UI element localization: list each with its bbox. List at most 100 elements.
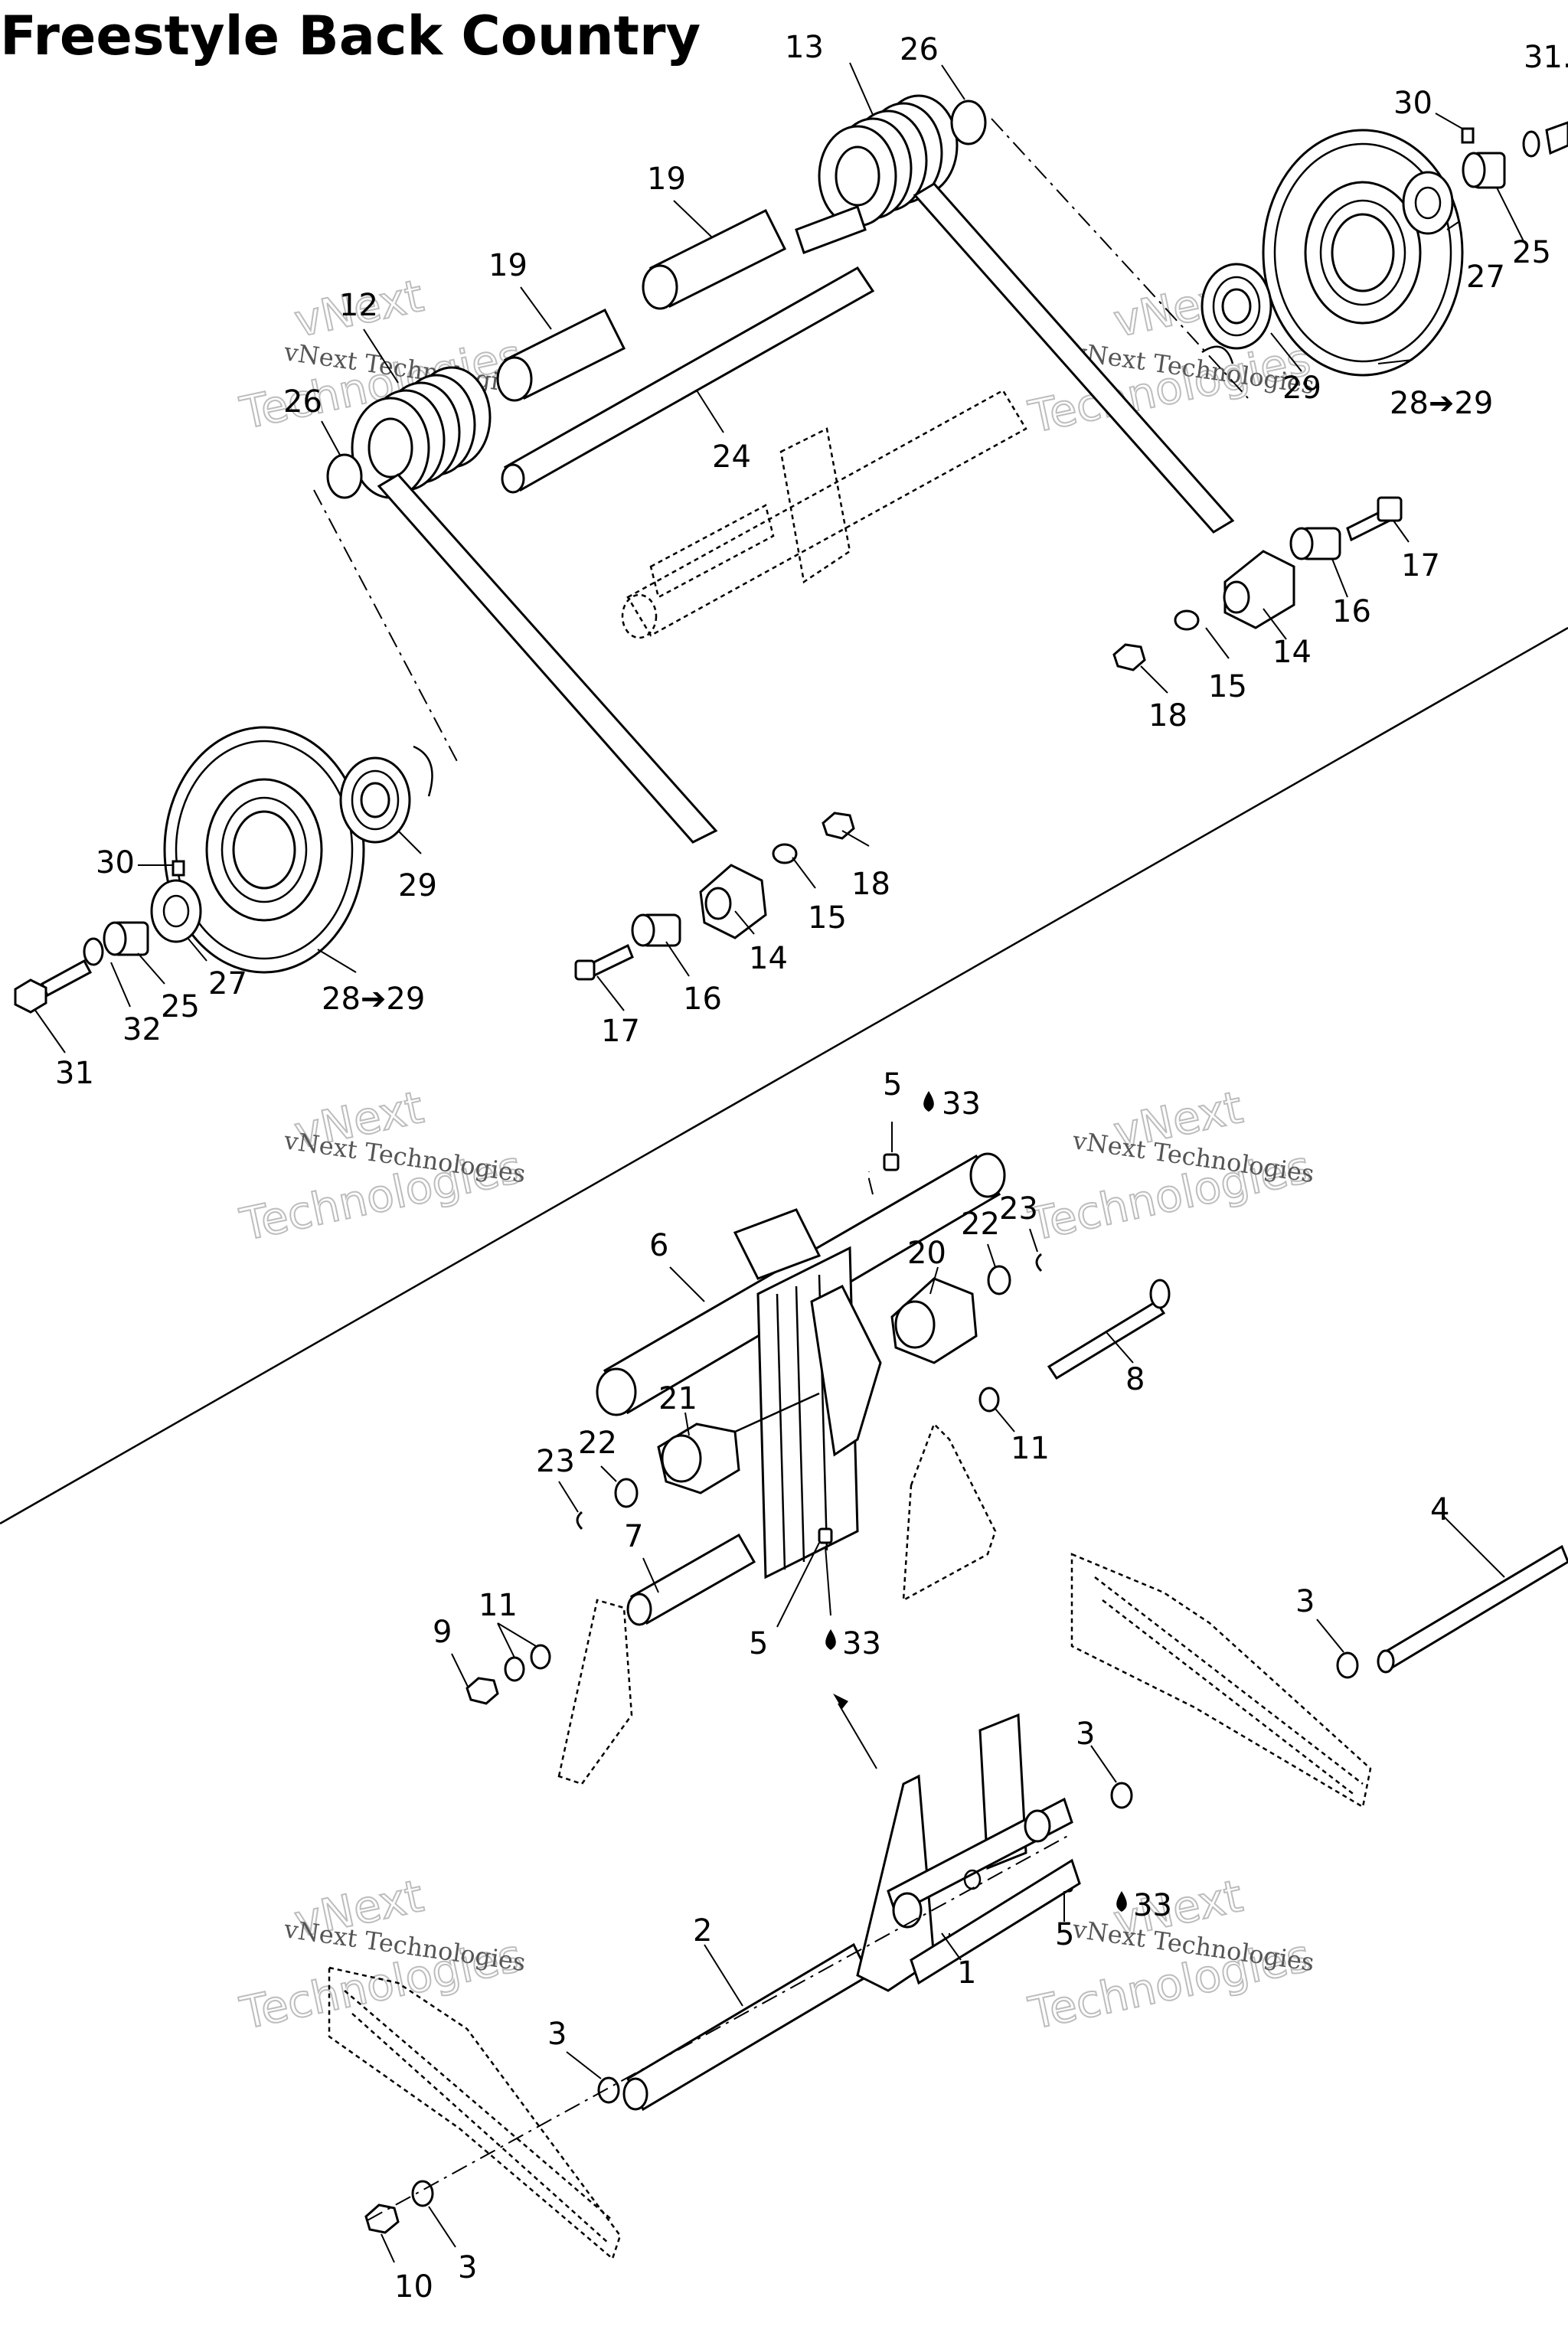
callout-18-left: 18 — [851, 867, 890, 902]
callout-31-left: 31 — [55, 1056, 94, 1091]
part-11-washer-right — [978, 1387, 1000, 1413]
oil-drop-icon — [1116, 1891, 1127, 1912]
reference-rail-ghost-left — [328, 1966, 622, 2261]
callout-5-top: 5 — [883, 1067, 902, 1102]
callout-28-left: 28➔29 — [322, 982, 425, 1017]
part-17-bolt-left — [574, 943, 634, 981]
part-15-washer-right — [1174, 609, 1200, 631]
section-divider-line — [0, 626, 1568, 1525]
callout-33-top: 33 — [923, 1086, 981, 1122]
part-25-spacer-left — [103, 921, 149, 956]
part-14-bracket-right — [1223, 550, 1295, 629]
callout-17-top: 17 — [1401, 548, 1440, 583]
assembly-direction-arrow — [833, 1694, 877, 1769]
oil-drop-icon — [923, 1091, 934, 1112]
callout-10: 10 — [394, 2269, 433, 2305]
part-22-washer-right — [987, 1265, 1011, 1295]
reference-bracket-ghost-right — [902, 1422, 997, 1602]
swing-arm-frame — [733, 1208, 882, 1579]
part-18-nut-right — [1112, 643, 1146, 671]
part-30-set-screw-left — [172, 860, 185, 877]
callout-27-top: 27 — [1466, 260, 1505, 295]
part-11-washer-left-a — [504, 1656, 525, 1682]
callout-32: 32 — [122, 1012, 162, 1047]
part-12-torsion-spring-left — [351, 366, 718, 844]
part-2-tube — [622, 1942, 871, 2112]
callout-17-left: 17 — [601, 1014, 640, 1049]
callout-16-top: 16 — [1332, 594, 1371, 629]
part-23-clip-right — [1035, 1253, 1043, 1272]
part-20-bracket — [890, 1277, 978, 1364]
part-32-washer-left — [83, 937, 104, 966]
watermark-bottom-left: vNext Technologies vNext Technologies — [235, 1869, 528, 2040]
callout-2: 2 — [693, 1913, 712, 1949]
callout-24: 24 — [712, 439, 751, 475]
part-3-washer-middle-left — [597, 2076, 620, 2104]
callout-14-left: 14 — [749, 941, 788, 976]
callout-16-left: 16 — [683, 982, 722, 1017]
callout-26-left: 26 — [283, 384, 322, 420]
callout-28-top: 28➔29 — [1390, 386, 1493, 421]
diagram-title: Freestyle Back Country — [0, 5, 701, 67]
callout-15-left: 15 — [808, 900, 847, 936]
part-4-rod — [1377, 1544, 1568, 1674]
callout-23-right: 23 — [999, 1191, 1038, 1227]
callout-5-middle: 5 — [749, 1626, 768, 1661]
callout-labels: 13 26 19 19 12 26 24 31. 30 25 27 29 28➔… — [55, 30, 1568, 2305]
callout-11-right: 11 — [1011, 1431, 1050, 1466]
part-21-bracket — [657, 1392, 820, 1494]
callout-8: 8 — [1125, 1362, 1145, 1397]
reference-bracket-ghost-left — [557, 1599, 633, 1785]
part-31-bolt-right — [1545, 121, 1568, 155]
part-26-ring-right — [950, 100, 987, 145]
part-32-washer-right — [1522, 130, 1540, 158]
callout-5-bottom: 5 — [1055, 1917, 1074, 1952]
callout-3-middle-left: 3 — [547, 2017, 567, 2052]
part-19-sleeve-lower — [496, 308, 626, 402]
part-5-grease-fitting-middle — [818, 1527, 833, 1544]
reference-cross-tube-ghost — [621, 389, 1027, 639]
assembly-centerline-left — [313, 489, 460, 766]
part-28-idler-wheel-left — [163, 726, 365, 974]
callout-29-top: 29 — [1282, 371, 1321, 406]
part-11-washer-left-b — [530, 1644, 551, 1670]
callout-3-upper-right: 3 — [1295, 1584, 1315, 1619]
part-26-ring-left — [326, 453, 363, 499]
callout-3-bottom-left: 3 — [458, 2250, 477, 2285]
callout-25-top: 25 — [1512, 235, 1551, 270]
part-3-washer-lower-right — [1110, 1782, 1133, 1809]
callout-33-middle: 33 — [825, 1626, 881, 1661]
callout-22-left: 22 — [578, 1426, 617, 1461]
callout-14-top: 14 — [1272, 635, 1312, 670]
callout-15-top: 15 — [1208, 669, 1247, 704]
part-7-pin — [626, 1533, 756, 1626]
part-29-bearing-left — [339, 745, 433, 844]
callout-11-left: 11 — [479, 1588, 518, 1623]
assembly-centerline-bottom — [367, 1833, 1073, 2221]
part-22-washer-left — [614, 1478, 639, 1508]
part-8-pin — [1047, 1279, 1171, 1380]
callout-4: 4 — [1430, 1492, 1449, 1527]
part-16-bushing-left — [631, 913, 681, 947]
callout-31-top: 31. — [1524, 40, 1568, 75]
callout-7: 7 — [624, 1519, 643, 1554]
part-3-washer-upper-right — [1336, 1651, 1359, 1679]
part-10-nut — [364, 2203, 400, 2234]
callout-29-left: 29 — [398, 868, 437, 903]
callout-23-left: 23 — [536, 1444, 575, 1479]
callout-9: 9 — [433, 1615, 452, 1650]
part-24-shaft — [501, 266, 875, 494]
part-5-grease-fitting-top — [868, 1153, 900, 1195]
callout-33-top-text: 33 — [942, 1086, 981, 1122]
callout-30-left: 30 — [96, 845, 135, 880]
callout-19-lower: 19 — [488, 248, 528, 283]
callout-3-lower-right: 3 — [1076, 1717, 1095, 1752]
part-31-bolt-left — [14, 959, 93, 1014]
watermark-mid-right: vNext Technologies vNext Technologies — [1024, 1080, 1316, 1252]
leader-lines — [34, 62, 1524, 2263]
callout-33-middle-text: 33 — [842, 1626, 881, 1661]
part-23-clip-left — [576, 1511, 583, 1530]
part-17-bolt-right — [1346, 496, 1403, 542]
callout-12: 12 — [339, 288, 378, 323]
